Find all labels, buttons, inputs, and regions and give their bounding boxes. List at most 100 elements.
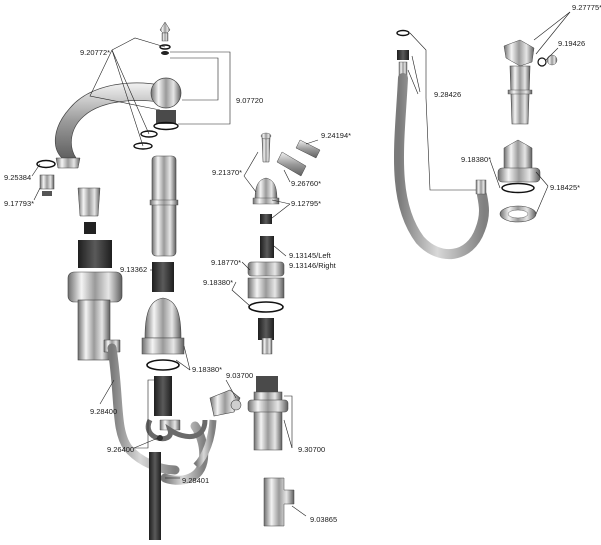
tee-connector-port xyxy=(230,399,242,411)
label-spray-handle: 9.27775* xyxy=(572,3,601,12)
finial-ring xyxy=(159,44,171,50)
aerator-housing xyxy=(77,187,101,217)
leader-spout-aerator xyxy=(33,187,41,201)
valve-shank-lower xyxy=(261,337,273,355)
spout-stem-ring xyxy=(133,142,153,150)
label-spray-base: 9.18425* xyxy=(550,183,580,192)
spout-base-shank xyxy=(154,376,172,416)
spray-head xyxy=(503,39,535,67)
valve-body-collar xyxy=(247,399,289,413)
waterway-small-part xyxy=(157,435,163,441)
tee-connector-hose xyxy=(193,419,217,469)
bonnet-nut xyxy=(260,214,272,224)
spray-assembly xyxy=(393,29,558,260)
spray-hose-cap xyxy=(396,29,410,37)
label-valve-body: 9.30700 xyxy=(298,445,325,454)
leader-valve-body xyxy=(284,395,293,448)
valve-shank-upper xyxy=(258,318,274,340)
leader-spray-hose xyxy=(411,55,421,93)
leader-spray-hose xyxy=(425,97,476,191)
cartridge xyxy=(260,236,274,258)
spout-base-collar xyxy=(141,337,185,355)
handle-base-skirt xyxy=(252,197,280,205)
spray-handle xyxy=(509,65,531,125)
label-spout-kit: 9.20772* xyxy=(80,48,110,57)
spray-hose-end xyxy=(475,179,487,195)
leader-spray-hose xyxy=(407,69,419,95)
supply-hose-right xyxy=(160,421,209,485)
label-side-hose: 9.28401 xyxy=(182,476,209,485)
leader-lines xyxy=(31,11,571,517)
leader-lever-handle-assembly xyxy=(170,51,231,125)
label-tee-connector: 9.03700 xyxy=(226,371,253,380)
label-bonnet-nut: 9.12795* xyxy=(291,199,321,208)
aerator-housing-black xyxy=(84,222,96,234)
diverter-tee xyxy=(263,477,295,527)
left-valve-flange xyxy=(67,271,123,303)
spout-tube xyxy=(151,155,177,257)
leader-spray-base-oring xyxy=(489,159,501,189)
spout-nozzle xyxy=(55,157,81,169)
finial-knob xyxy=(159,21,171,34)
spout-stem-ring xyxy=(153,121,179,131)
label-valve-oring: 9.18380* xyxy=(203,278,233,287)
handle-lever-right xyxy=(295,139,321,159)
leader-handle-lever xyxy=(305,139,319,145)
waterway-tee xyxy=(145,418,208,442)
label-diverter-tee: 9.03865 xyxy=(310,515,337,524)
spout-nut xyxy=(152,262,174,292)
spout-tube-band xyxy=(149,199,179,206)
label-spout-aerator: 9.17793* xyxy=(4,199,34,208)
leader-spout-kit xyxy=(89,49,161,111)
label-spray-base-oring: 9.18380* xyxy=(461,155,491,164)
leader-bonnet-nut xyxy=(271,203,291,219)
leader-lever-handle-assembly xyxy=(170,57,219,101)
spray-base-collar xyxy=(497,167,541,183)
handle-valve-assembly xyxy=(247,132,321,527)
label-handle-cap: 9.21370* xyxy=(212,168,242,177)
spray-hose xyxy=(393,73,489,260)
leader-spray-handle xyxy=(533,11,571,41)
label-lever-handle-assembly: 9.07720 xyxy=(236,96,263,105)
label-waterway: 9.26400 xyxy=(107,445,134,454)
spout-hub xyxy=(150,77,182,109)
spout-stem-ring xyxy=(140,130,158,138)
label-supply-hose: 9.28400 xyxy=(90,407,117,416)
leader-bonnet-nut xyxy=(271,199,291,205)
spout-base-oring xyxy=(146,359,180,371)
leader-valve-body xyxy=(283,419,293,449)
part-labels: 9.20772* 9.07720 9.24194* 9.21370* 9.267… xyxy=(4,3,601,524)
spout-assembly xyxy=(36,21,182,257)
label-handle-lever: 9.24194* xyxy=(321,131,351,140)
spray-hose-fitting xyxy=(397,50,409,60)
leader-spout-kit xyxy=(111,37,166,51)
spray-base-oring xyxy=(501,182,535,194)
finial-stem xyxy=(161,32,169,42)
label-spray-hose: 9.28426 xyxy=(434,90,461,99)
valve-seat xyxy=(247,277,285,299)
label-cartridge-left: 9.13145/Left xyxy=(289,251,332,260)
tee-fitting xyxy=(159,419,181,431)
leader-cartridge xyxy=(273,245,287,257)
leader-spout-kit xyxy=(111,49,144,147)
lever-handle-top xyxy=(260,132,272,140)
leader-spout-base-oring xyxy=(175,359,191,371)
leader-spout-base-oring xyxy=(183,345,191,371)
leader-spray-oring xyxy=(545,47,559,61)
leader-handle-cap xyxy=(243,175,257,193)
valve-oring xyxy=(248,301,284,313)
left-cartridge xyxy=(78,240,112,268)
spray-trigger xyxy=(546,54,558,66)
aerator-insert xyxy=(42,191,52,196)
finial-ring xyxy=(161,51,169,55)
leader-valve-oring xyxy=(231,281,251,307)
leader-valve-seat xyxy=(241,261,251,271)
label-spout-base-oring: 9.18380* xyxy=(192,365,222,374)
cartridge-flange xyxy=(247,261,285,277)
leader-spray-base xyxy=(535,185,549,215)
spout-base-assembly xyxy=(141,262,208,540)
label-handle-base: 9.26760* xyxy=(291,179,321,188)
spout-oring xyxy=(36,159,56,169)
spray-base-washer-hole xyxy=(507,209,529,219)
